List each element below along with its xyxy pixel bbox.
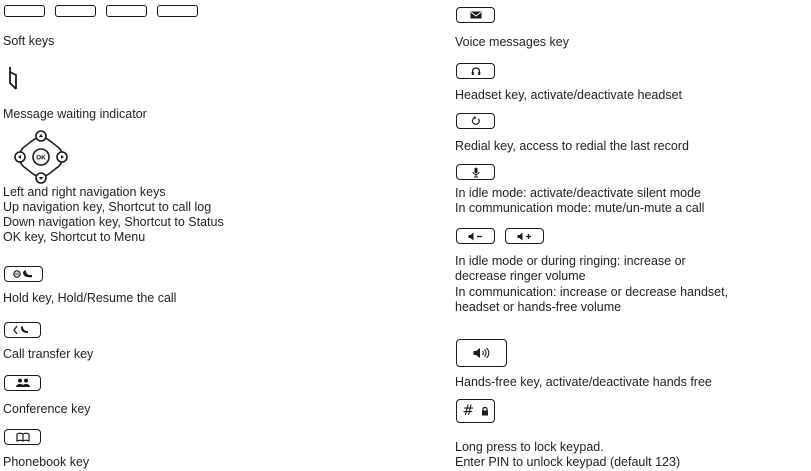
nav-line-3: Down navigation key, Shortcut to Status	[3, 215, 224, 229]
handsfree-key-icon	[456, 339, 507, 367]
conference-key-icon	[4, 375, 41, 391]
message-waiting-indicator-icon	[9, 67, 17, 90]
volume-line-4: headset or hands-free volume	[455, 300, 622, 314]
phonebook-key-icon	[4, 429, 41, 445]
volume-line-3: In communication: increase or decrease h…	[455, 285, 729, 299]
volume-up-key-icon	[505, 228, 544, 244]
soft-key-icon	[157, 5, 198, 17]
handsfree-description: Hands-free key, activate/deactivate hand…	[455, 375, 712, 389]
volume-line-2: decrease ringer volume	[455, 269, 586, 283]
mute-line-1: In idle mode: activate/deactivate silent…	[455, 186, 701, 200]
soft-key-icon	[4, 5, 45, 17]
hold-key-icon	[4, 266, 43, 282]
lock-line-1: Long press to lock keypad.	[455, 440, 604, 454]
conference-description: Conference key	[3, 402, 91, 416]
volume-line-1: In idle mode or during ringing: increase…	[455, 254, 686, 268]
padlock-icon	[481, 406, 488, 416]
nav-line-2: Up navigation key, Shortcut to call log	[3, 200, 212, 214]
mwi-description: Message waiting indicator	[3, 107, 147, 121]
hash-symbol: #	[462, 403, 479, 419]
phonebook-description: Phonebook key	[3, 455, 90, 469]
navigation-cluster-icon: OK	[14, 130, 68, 184]
soft-key-icon	[55, 5, 96, 17]
nav-line-4: OK key, Shortcut to Menu	[3, 230, 146, 244]
transfer-key-icon	[4, 322, 41, 338]
mute-key-icon	[456, 164, 495, 180]
soft-key-icon	[106, 5, 147, 17]
mute-line-2: In communication mode: mute/un-mute a ca…	[455, 201, 705, 215]
ok-key-label: OK	[36, 155, 46, 162]
redial-key-icon	[456, 113, 495, 129]
redial-description: Redial key, access to redial the last re…	[455, 139, 689, 153]
volume-down-key-icon	[456, 228, 495, 244]
hold-description: Hold key, Hold/Resume the call	[3, 291, 177, 305]
voicemail-description: Voice messages key	[455, 35, 569, 49]
transfer-description: Call transfer key	[3, 347, 94, 361]
voicemail-key-icon	[456, 7, 495, 23]
nav-line-1: Left and right navigation keys	[3, 185, 166, 199]
lock-line-2: Enter PIN to unlock keypad (default 123)	[455, 455, 681, 469]
soft-keys-description: Soft keys	[3, 34, 55, 48]
lock-key-icon: #	[456, 399, 495, 423]
headset-description: Headset key, activate/deactivate headset	[455, 88, 682, 102]
headset-key-icon	[456, 63, 495, 79]
